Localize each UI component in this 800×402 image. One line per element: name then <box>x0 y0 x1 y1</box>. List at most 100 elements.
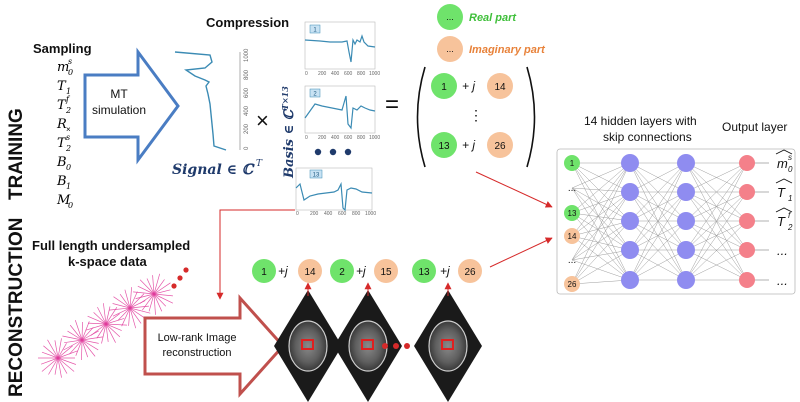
svg-text:2: 2 <box>339 267 345 278</box>
hidden-node <box>621 241 639 259</box>
sampling-title: Sampling <box>33 41 92 56</box>
kspace-burst <box>38 338 78 378</box>
kspace-burst <box>62 319 103 361</box>
input-node-label: 14 <box>568 232 577 241</box>
svg-text:+j: +j <box>440 264 450 278</box>
svg-text:2: 2 <box>65 106 71 115</box>
svg-text:26: 26 <box>464 267 476 278</box>
svg-text:200: 200 <box>318 135 327 141</box>
input-node-label: 13 <box>568 209 577 218</box>
param-m0: M0 <box>56 193 73 210</box>
svg-text:s: s <box>66 133 70 142</box>
hidden-node <box>621 154 639 172</box>
svg-text:400: 400 <box>331 71 340 77</box>
kspace-line2: k-space data <box>68 254 148 269</box>
svg-text:14: 14 <box>494 82 506 93</box>
output-label: ... <box>777 243 788 258</box>
output-node <box>739 155 755 171</box>
svg-text:1: 1 <box>66 87 71 96</box>
kspace-line1: Full length undersampled <box>32 238 190 253</box>
svg-text:200: 200 <box>310 211 319 217</box>
legend-imag-dot <box>437 36 463 62</box>
hidden-node <box>677 241 695 259</box>
arrow-basis-to-recon <box>216 209 295 300</box>
svg-text:26: 26 <box>494 141 506 152</box>
param-m0s: m0s <box>57 57 73 77</box>
svg-text:0: 0 <box>66 163 71 172</box>
recon-pair-2: 2 +j 15 <box>330 259 398 283</box>
svg-text:0: 0 <box>788 165 793 174</box>
svg-text:s: s <box>788 153 792 162</box>
svg-text:200: 200 <box>244 123 250 134</box>
compression-title: Compression <box>206 15 289 30</box>
basis-curve-1 <box>304 34 376 63</box>
svg-text:800: 800 <box>357 71 366 77</box>
svg-text:15: 15 <box>380 267 392 278</box>
svg-text:0: 0 <box>305 135 308 141</box>
svg-text:400: 400 <box>331 135 340 141</box>
network-frame <box>556 148 796 295</box>
svg-text:800: 800 <box>357 135 366 141</box>
svg-text:14: 14 <box>304 267 316 278</box>
hidden-node <box>621 271 639 289</box>
svg-text:+j: +j <box>278 264 288 278</box>
reconstructed-image <box>334 290 402 402</box>
signal-axis-ticks: 0 200 400 600 800 1000 <box>244 48 250 150</box>
kspace-burst <box>85 303 128 344</box>
param-rx: R× <box>56 117 71 134</box>
legend-real-label: Real part <box>469 12 517 24</box>
svg-text:2: 2 <box>65 144 71 153</box>
signal-label: Signal ∈ ℂ <box>172 162 255 178</box>
svg-text:1000: 1000 <box>369 135 380 141</box>
recon-pair-13: 13 +j 26 <box>412 259 482 283</box>
hidden-node <box>621 212 639 230</box>
svg-text:1000: 1000 <box>369 71 380 77</box>
matrix-imag-14 <box>487 73 513 99</box>
equals-symbol: = <box>385 91 399 118</box>
kspace-ellipsis <box>171 267 189 289</box>
svg-text:B: B <box>56 174 67 189</box>
hidden-node <box>677 154 695 172</box>
input-node <box>564 205 580 221</box>
hat-accent <box>775 207 793 213</box>
hat-accent <box>775 149 793 155</box>
output-node <box>739 213 755 229</box>
hidden-layers-line2: skip connections <box>603 130 692 144</box>
reconstructed-images <box>274 290 482 402</box>
basis-tag-13 <box>309 169 323 179</box>
matrix-right-bracket <box>526 66 536 168</box>
svg-text:1: 1 <box>66 182 71 191</box>
hat-accent <box>775 178 793 184</box>
arrow-matrix-to-network <box>475 171 553 208</box>
svg-text:1000: 1000 <box>365 211 376 217</box>
reconstructed-image <box>414 290 482 402</box>
signal-plot: 0 200 400 600 800 1000 Signal ∈ ℂ T <box>172 48 263 178</box>
svg-text:400: 400 <box>324 211 333 217</box>
svg-text:...: ... <box>446 12 454 22</box>
legend-real-dot <box>437 4 463 30</box>
input-node-label: 1 <box>570 159 575 168</box>
svg-text:200: 200 <box>318 71 327 77</box>
svg-text:1: 1 <box>441 82 447 93</box>
matrix-left-bracket <box>416 66 426 168</box>
svg-text:13: 13 <box>313 173 320 179</box>
svg-text:...: ... <box>446 44 454 54</box>
output-node <box>739 242 755 258</box>
svg-text:T: T <box>57 79 67 94</box>
basis-label: Basis ∈ ℂT×13 <box>280 86 297 179</box>
svg-text:f: f <box>788 211 791 220</box>
svg-text:B: B <box>56 155 67 170</box>
legend: ... Real part ... Imaginary part <box>437 4 546 62</box>
svg-text:600: 600 <box>244 87 250 98</box>
lowrank-line2: reconstruction <box>162 347 231 359</box>
input-node <box>564 155 580 171</box>
svg-text:600: 600 <box>338 211 347 217</box>
matrix-real-13 <box>431 132 457 158</box>
